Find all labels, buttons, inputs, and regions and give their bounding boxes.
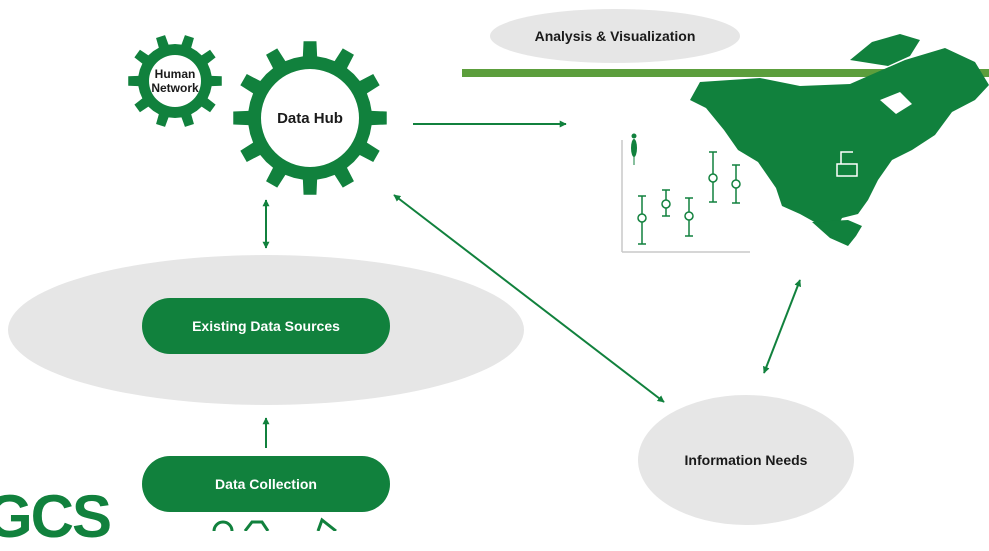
error-bar-point [708,173,718,183]
error-bar-point [661,199,671,209]
existing-data-sources-pill: Existing Data Sources [142,298,390,354]
diagram-svg [8,9,989,542]
gear-icon [233,41,387,195]
arrow-map-information-needs [763,279,801,374]
highlight-box [836,163,858,177]
error-bar-point [684,211,694,221]
logo-text: GCS [0,482,112,550]
error-bar-point [731,179,741,189]
logo-icons [212,517,337,542]
arrow-hub-information-needs [393,194,665,403]
analysis-divider-bar [462,69,989,77]
highlight-marker-icon [840,151,853,164]
error-bar-point [637,213,647,223]
analysis-visualization-ellipse [490,9,740,63]
diagram-canvas: Human Network Data Hub Analysis & Visual… [0,9,989,550]
insect-icon [631,133,637,165]
information-needs-ellipse [638,395,854,525]
information-needs-label: Information Needs [684,452,808,468]
error-bars [637,151,741,245]
human-network-label: Human Network [151,67,199,95]
north-america-map-icon [690,34,989,246]
data-hub-label: Data Hub [277,109,343,127]
gear-icon [128,35,222,127]
analysis-visualization-label: Analysis & Visualization [534,28,696,44]
data-collection-pill: Data Collection [142,456,390,512]
